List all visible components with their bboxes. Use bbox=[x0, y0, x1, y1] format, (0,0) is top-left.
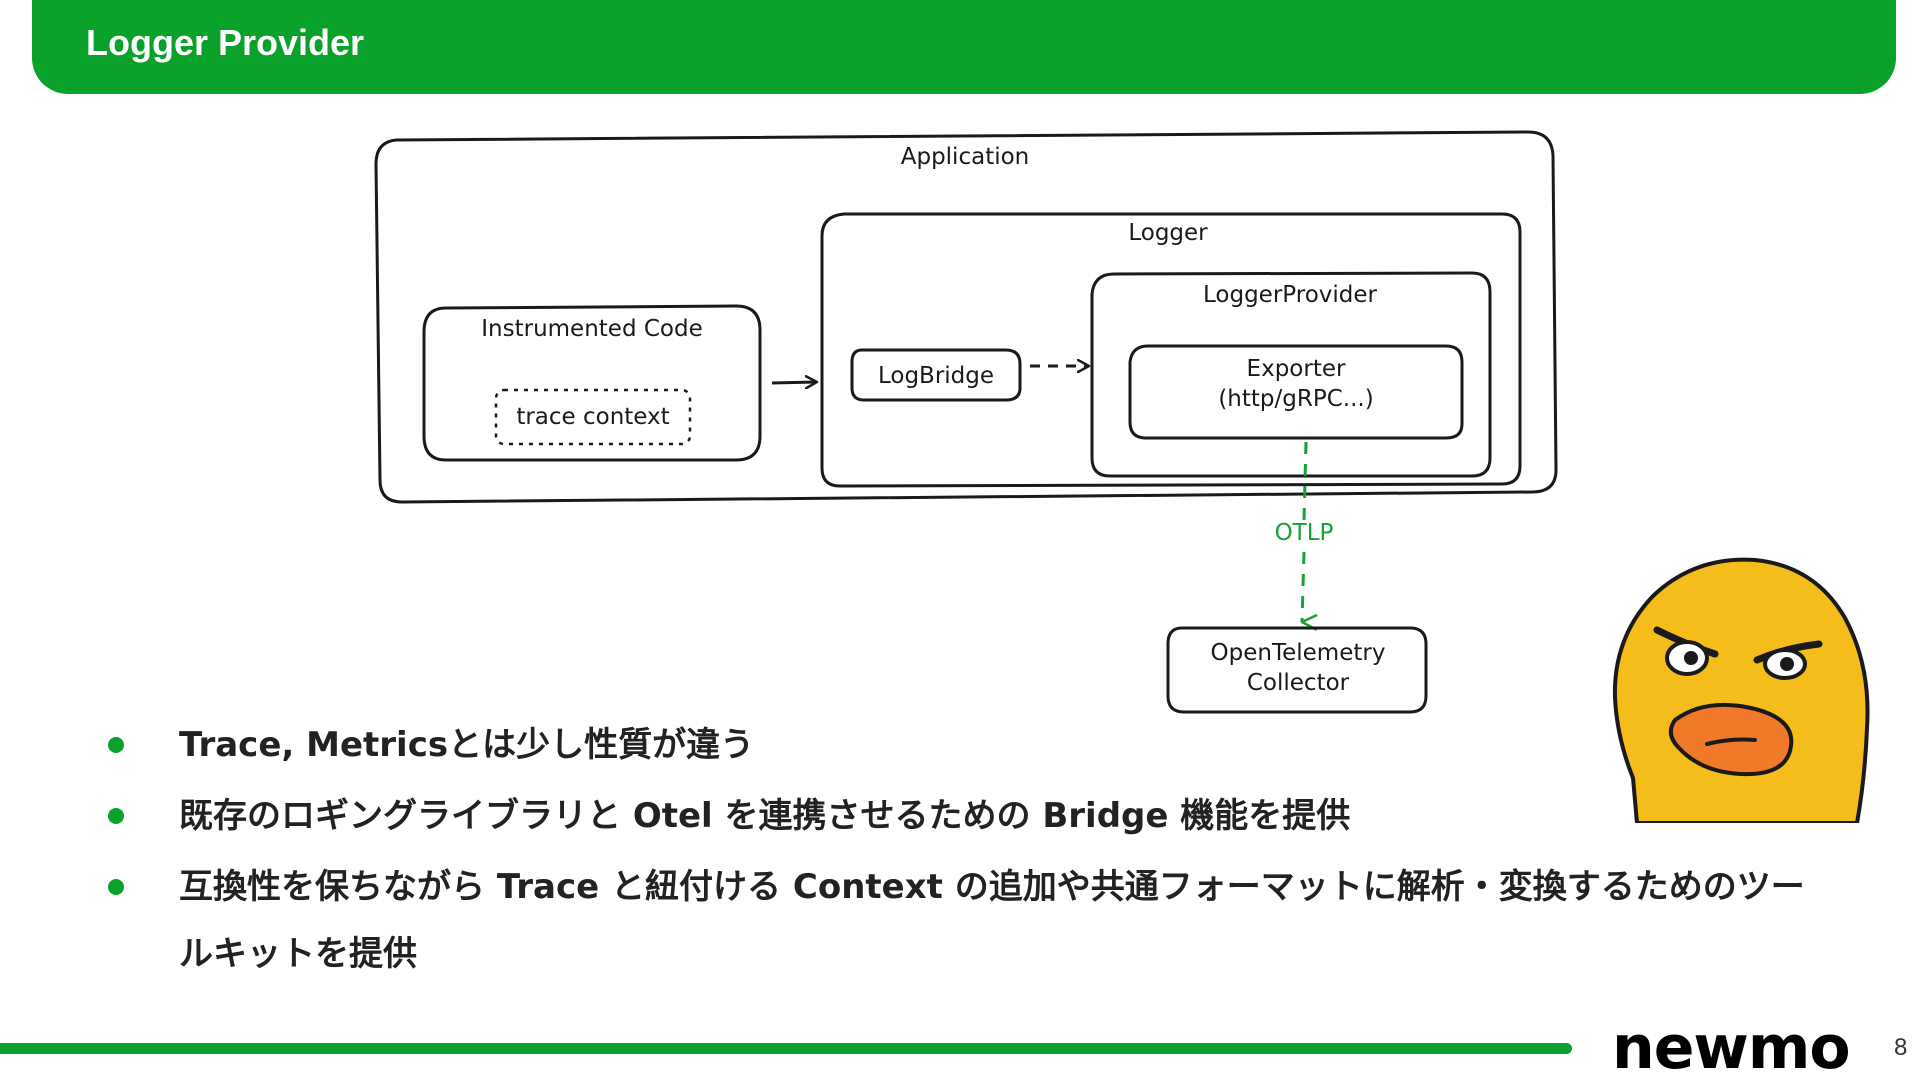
bullet-text: 互換性を保ちながら Trace と紐付ける Context の追加や共通フォーマ… bbox=[179, 867, 1805, 974]
bullet-text: 既存のロギングライブラリと Otel を連携させるための Bridge 機能を提… bbox=[179, 796, 1351, 836]
bullet-text: Trace, Metricsとは少し性質が違う bbox=[179, 725, 755, 765]
application-box: Application bbox=[374, 130, 1558, 504]
otlp-connector-arrow bbox=[1300, 551, 1318, 631]
logger-label: Logger bbox=[1128, 220, 1208, 246]
trace-context-box: trace context bbox=[494, 388, 692, 446]
bullet-item: 既存のロギングライブラリと Otel を連携させるための Bridge 機能を提… bbox=[105, 783, 1805, 850]
logger-box: Logger bbox=[820, 212, 1522, 488]
exporter-box: Exporter (http/gRPC...) bbox=[1128, 344, 1464, 440]
bullet-list: Trace, Metricsとは少し性質が違う 既存のロギングライブラリと Ot… bbox=[105, 712, 1805, 992]
slide-title: Logger Provider bbox=[86, 22, 365, 63]
application-label: Application bbox=[901, 144, 1030, 170]
bullet-item: Trace, Metricsとは少し性質が違う bbox=[105, 712, 1805, 779]
instrumented-code-label: Instrumented Code bbox=[481, 316, 703, 342]
otlp-label: OTLP bbox=[1275, 520, 1334, 546]
footer-divider bbox=[0, 1043, 1572, 1054]
logger-provider-label: LoggerProvider bbox=[1203, 282, 1378, 308]
instrumented-code-box: Instrumented Code bbox=[422, 304, 762, 462]
instrumented-to-logbridge-arrow bbox=[771, 382, 816, 383]
duck-character-icon bbox=[1612, 557, 1870, 823]
otlp-connector-upper bbox=[1302, 441, 1308, 521]
page-number: 8 bbox=[1894, 1034, 1908, 1061]
bullet-item: 互換性を保ちながら Trace と紐付ける Context の追加や共通フォーマ… bbox=[105, 854, 1805, 988]
header-bar: Logger Provider bbox=[32, 0, 1896, 94]
exporter-protocol-label: (http/gRPC...) bbox=[1218, 386, 1373, 412]
bullet-dot-icon bbox=[108, 808, 124, 824]
bullet-dot-icon bbox=[108, 737, 124, 753]
collector-type-label: Collector bbox=[1247, 670, 1350, 696]
collector-name-label: OpenTelemetry bbox=[1211, 640, 1386, 666]
collector-box: OpenTelemetry Collector bbox=[1166, 626, 1428, 714]
logger-provider-box: LoggerProvider bbox=[1090, 271, 1492, 478]
exporter-label: Exporter bbox=[1247, 356, 1346, 382]
log-bridge-box: LogBridge bbox=[850, 348, 1022, 402]
trace-context-label: trace context bbox=[516, 404, 669, 430]
bullet-dot-icon bbox=[108, 879, 124, 895]
newmo-logo: newmo bbox=[1612, 1013, 1851, 1080]
log-bridge-label: LogBridge bbox=[878, 363, 994, 389]
